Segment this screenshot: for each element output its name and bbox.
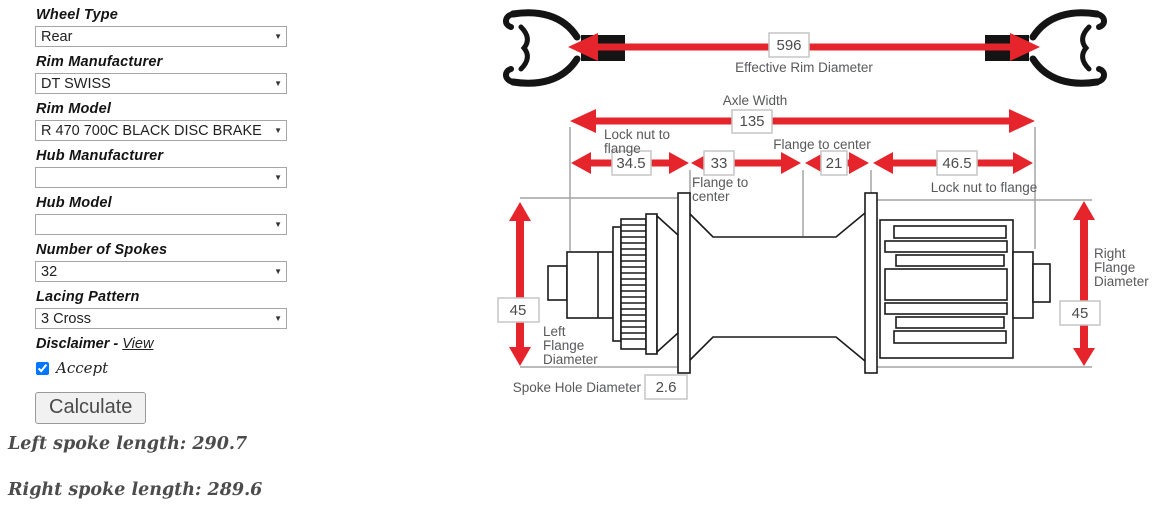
left-cone (656, 214, 679, 354)
right-flange-value: 45 (1072, 305, 1089, 322)
spoke-hole-value-box (644, 374, 688, 400)
spacer-ring (645, 213, 658, 355)
left-flange-value-box (497, 297, 540, 323)
erd-value: 596 (776, 37, 801, 54)
lock-nut-right-label: Lock nut to flange (931, 180, 1038, 195)
hub-manufacturer-label: Hub Manufacturer (36, 148, 164, 164)
wheel-type-value: Rear (41, 28, 73, 45)
rim-manufacturer-label: Rim Manufacturer (36, 54, 163, 70)
left-spacer (612, 226, 622, 342)
wheel-type-label: Wheel Type (36, 7, 119, 23)
disclaimer-view-link[interactable]: View (122, 336, 154, 352)
axle-width-value-box (731, 109, 773, 134)
left-flange-label-line3: Diameter (543, 352, 598, 367)
number-of-spokes-label: Number of Spokes (36, 242, 168, 258)
flange-center-left-label-line2: center (692, 189, 730, 204)
right-flange-value-box (1059, 300, 1101, 326)
hub-model-label: Hub Model (36, 195, 112, 211)
dropdown-caret-icon: ▼ (274, 78, 282, 88)
lacing-pattern-value: 3 Cross (41, 310, 91, 327)
number-of-spokes-value: 32 (41, 263, 58, 280)
select-rim-manufacturer[interactable]: DT SWISS ▼ (35, 73, 287, 94)
right-flange (864, 192, 878, 374)
erd-value-box (768, 32, 810, 58)
right-flange-diameter-arrow (1073, 201, 1095, 366)
accept-row: Accept (35, 359, 287, 377)
rim-model-value: R 470 700C BLACK DISC BRAKE (41, 122, 262, 139)
rim-manufacturer-value: DT SWISS (41, 75, 111, 92)
erd-label: Effective Rim Diameter (735, 60, 873, 75)
axle-width-value: 135 (739, 113, 764, 130)
left-flange-label-line1: Left (543, 324, 566, 339)
left-flange-label-line2: Flange (543, 338, 584, 353)
spoke-calculator-form: Wheel Type Rear ▼ Rim Manufacturer DT SW… (35, 7, 287, 424)
dropdown-caret-icon: ▼ (274, 219, 282, 229)
disc-spline-ring (620, 218, 647, 350)
flange-center-left-value-box (703, 150, 735, 176)
dropdown-caret-icon: ▼ (274, 125, 282, 135)
reference-lines (520, 127, 1092, 368)
dropdown-caret-icon: ▼ (274, 172, 282, 182)
lacing-pattern-label: Lacing Pattern (36, 289, 140, 305)
flange-center-left-value: 33 (711, 155, 728, 172)
dropdown-caret-icon: ▼ (274, 266, 282, 276)
flange-center-right-label: Flange to center (773, 137, 871, 152)
right-flange-label-line3: Diameter (1094, 274, 1149, 289)
left-flange-value: 45 (510, 302, 527, 319)
right-spoke-length-result: Right spoke length: 289.6 (8, 480, 263, 500)
flange-center-right-value-box (820, 150, 848, 176)
right-flange-label-line1: Right (1094, 246, 1126, 261)
left-flange (677, 192, 691, 374)
lock-nut-left-value-box (611, 150, 652, 176)
barrel-top (689, 212, 866, 238)
left-flange-diameter-arrow (509, 202, 531, 366)
flange-center-left-label-line1: Flange to (692, 175, 748, 190)
right-axle-stub (1032, 263, 1051, 303)
accept-label: Accept (56, 359, 109, 377)
select-rim-model[interactable]: R 470 700C BLACK DISC BRAKE ▼ (35, 120, 287, 141)
select-hub-manufacturer[interactable]: ▼ (35, 167, 287, 188)
barrel-bottom (689, 336, 866, 362)
left-spoke-length-result: Left spoke length: 290.7 (8, 434, 248, 454)
disclaimer-row: Disclaimer - View (36, 336, 287, 352)
rim-model-label: Rim Model (36, 101, 112, 117)
flange-center-right-value: 21 (826, 155, 843, 172)
axle-width-label: Axle Width (723, 93, 788, 108)
lock-nut-left-label-line2: flange (604, 141, 641, 156)
disclaimer-label: Disclaimer - (36, 336, 119, 352)
left-end-cap (566, 251, 614, 319)
spoke-hole-value: 2.6 (656, 379, 677, 396)
lock-nut-left-value: 34.5 (616, 155, 645, 172)
select-number-of-spokes[interactable]: 32 ▼ (35, 261, 287, 282)
left-axle-stub (547, 265, 568, 301)
dropdown-caret-icon: ▼ (274, 313, 282, 323)
hub-dimension-diagram: 596 Effective Rim Diameter Axle Width 13… (497, 0, 1149, 400)
right-end-cap (1012, 251, 1034, 319)
select-wheel-type[interactable]: Rear ▼ (35, 26, 287, 47)
calculate-button[interactable]: Calculate (35, 392, 147, 424)
hub-drawing (547, 192, 1051, 374)
axle-width-arrow (570, 109, 1035, 133)
right-flange-label-line2: Flange (1094, 260, 1135, 275)
spoke-hole-label: Spoke Hole Diameter (513, 380, 642, 395)
accept-checkbox[interactable] (36, 361, 49, 375)
lock-nut-right-value-box (936, 150, 978, 176)
select-lacing-pattern[interactable]: 3 Cross ▼ (35, 308, 287, 329)
dropdown-caret-icon: ▼ (274, 31, 282, 41)
select-hub-model[interactable]: ▼ (35, 214, 287, 235)
lock-nut-left-label-line1: Lock nut to (604, 127, 670, 142)
lock-nut-right-value: 46.5 (942, 155, 971, 172)
